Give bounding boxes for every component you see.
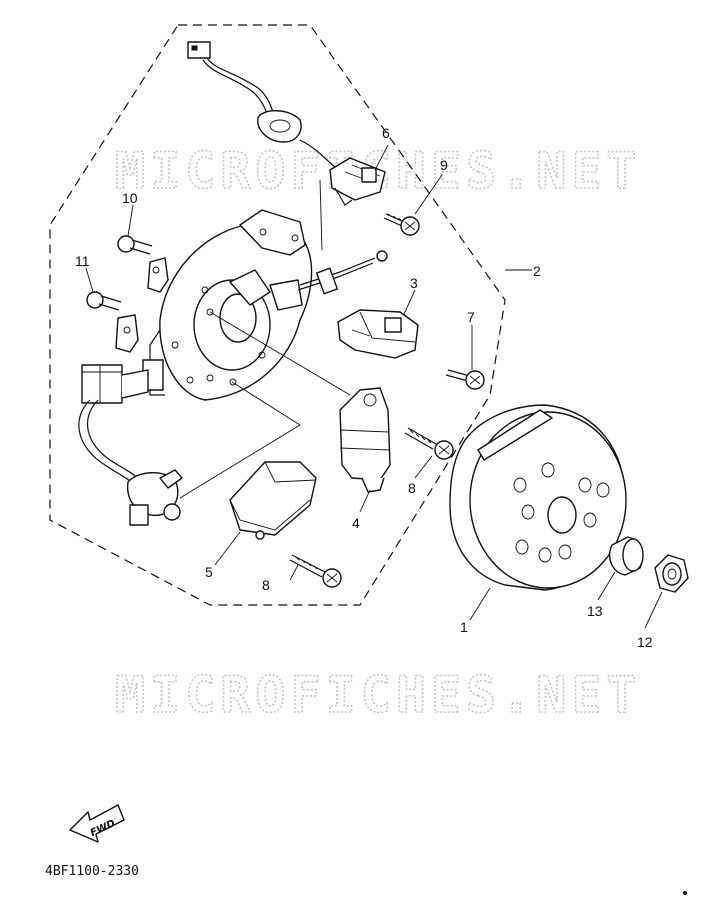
leader-lines [85,144,663,629]
screw-8-upper [404,427,454,460]
screw-7 [445,369,485,390]
callout-4: 4 [352,515,360,531]
stator-assembly-boundary [49,24,506,606]
screw-10 [117,235,169,293]
callout-13: 13 [587,603,603,619]
lead-wire [297,250,388,295]
left-wire-harness [78,364,183,526]
flywheel-rotor [449,404,627,591]
callout-10: 10 [122,190,138,206]
pickup-coil [329,157,386,206]
callout-8-lower: 8 [262,577,270,593]
callout-8-upper: 8 [408,480,416,496]
washer-13 [608,536,644,576]
screw-8-lower [289,554,342,588]
callout-6: 6 [382,125,390,141]
fwd-arrow-icon: FWD [69,804,125,843]
callout-9: 9 [440,157,448,173]
callout-12: 12 [637,634,653,650]
callout-7: 7 [467,309,475,325]
source-coil-4 [339,387,391,493]
lighting-coil-5 [229,461,317,540]
callout-1: 1 [460,619,468,635]
screw-11 [86,291,139,353]
screw-9 [383,213,420,236]
callout-11: 11 [75,253,90,269]
diagram-code: 4BF1100-2330 [45,864,139,879]
callout-2: 2 [533,263,541,279]
watermark-bottom: MICROFICHES.NET [115,666,642,724]
callout-3: 3 [410,275,418,291]
stator-plate [142,209,313,401]
nut-12 [654,554,689,593]
callout-5: 5 [205,564,213,580]
charging-coil-3 [337,309,419,359]
pickup-wire-harness [187,41,346,176]
corner-dot [683,891,687,895]
